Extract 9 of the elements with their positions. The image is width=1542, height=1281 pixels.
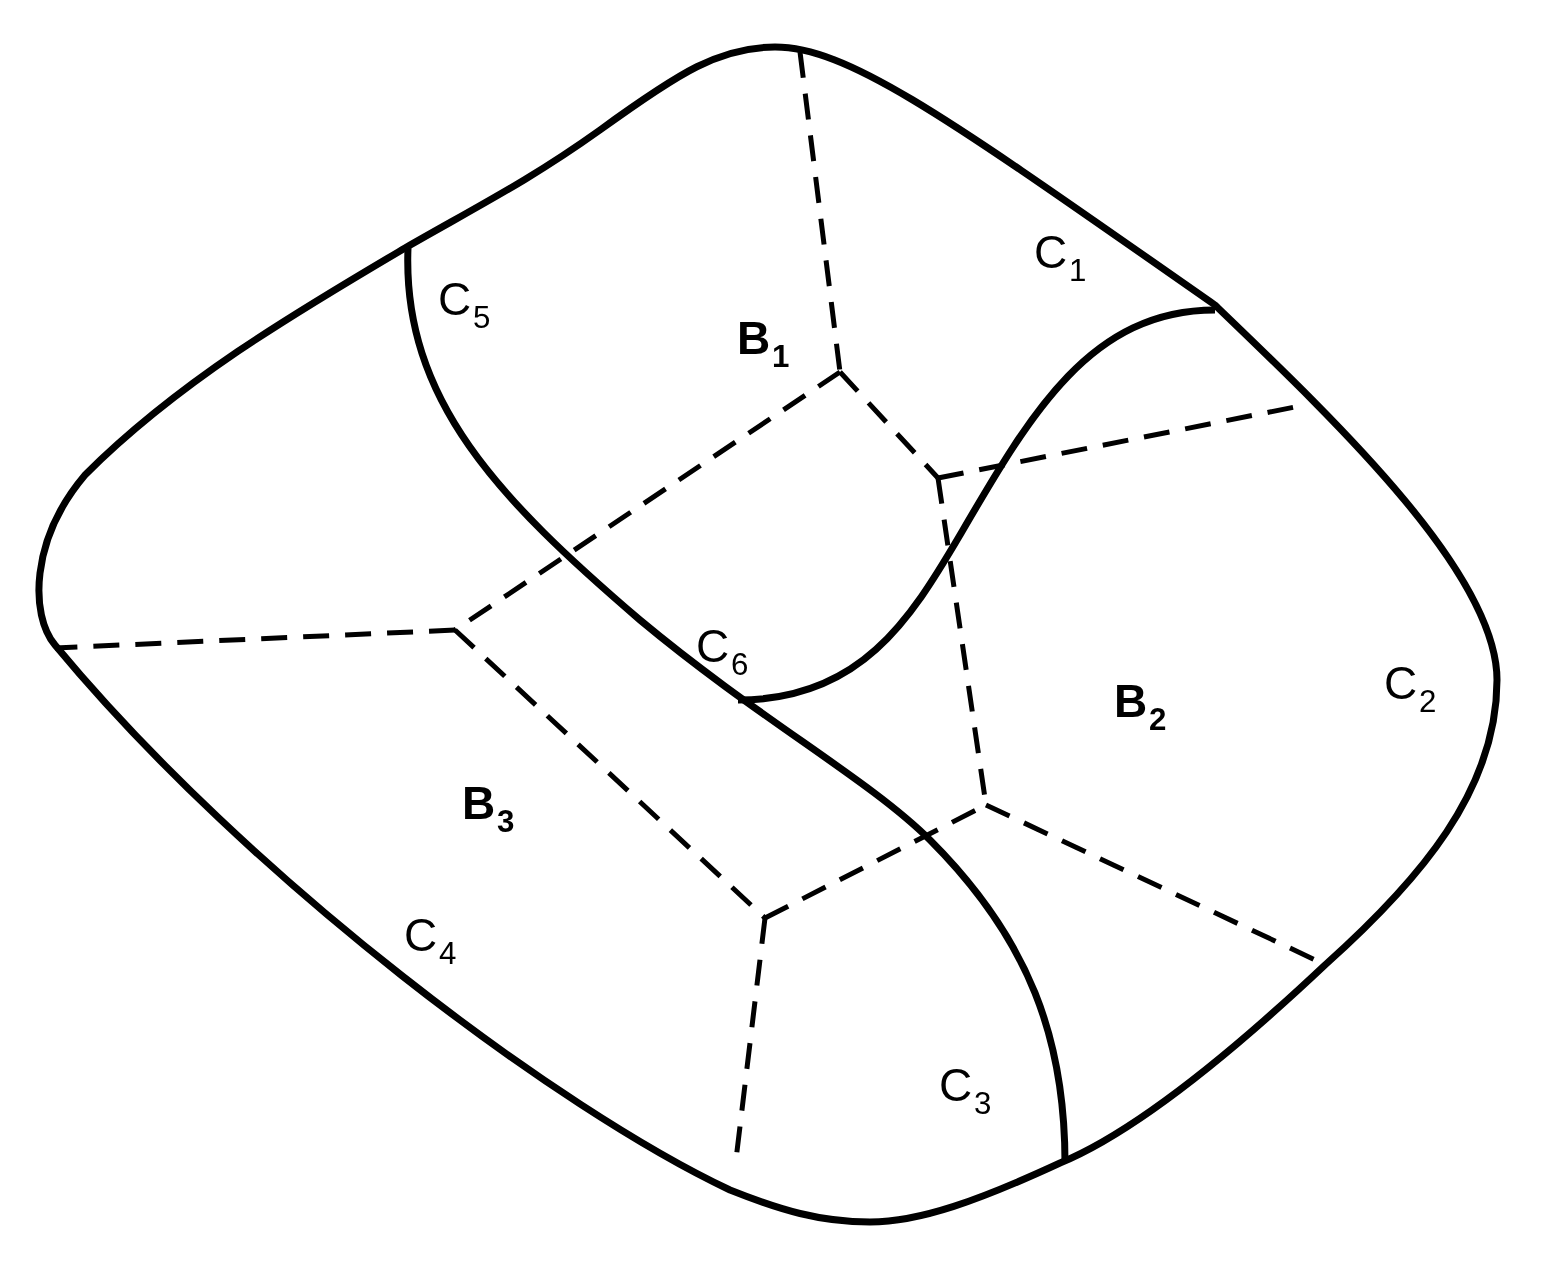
- region-label: B$_{2}$: [1114, 678, 1167, 736]
- region-label: B$_{3}$: [462, 780, 515, 838]
- region-label: B$_{1}$: [737, 315, 790, 373]
- curve-label: C$_{4}$: [404, 912, 457, 970]
- curve-label: C$_{3}$: [939, 1062, 992, 1120]
- curve-label: C$_{6}$: [696, 623, 749, 681]
- curve-label: C$_{1}$: [1034, 229, 1087, 287]
- curve-label: C$_{5}$: [438, 276, 491, 334]
- curve-label: C$_{2}$: [1384, 660, 1437, 718]
